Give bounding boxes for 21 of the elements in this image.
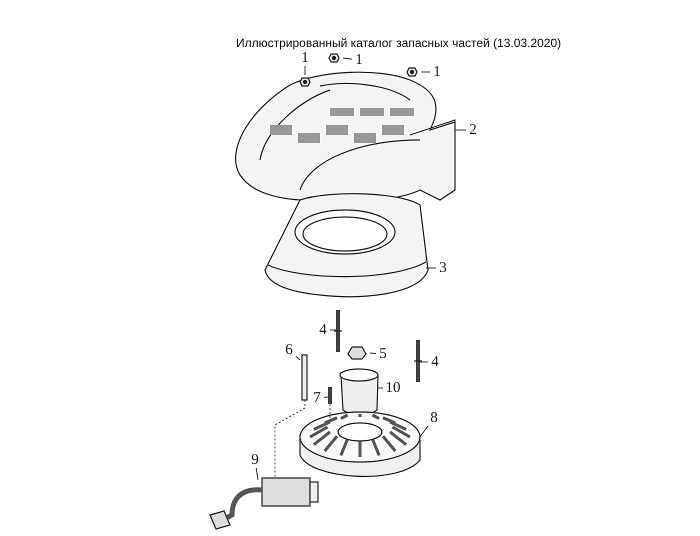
callout-number: 6 bbox=[282, 342, 296, 358]
callout-number: 8 bbox=[427, 410, 441, 426]
callout-number: 2 bbox=[466, 122, 480, 138]
callout-number: 3 bbox=[436, 260, 450, 276]
callout-number: 9 bbox=[248, 452, 262, 468]
callout-number: 4 bbox=[316, 322, 330, 338]
callout-number: 10 bbox=[383, 380, 403, 396]
callout-number: 1 bbox=[430, 64, 444, 80]
leader-line bbox=[342, 58, 352, 60]
catalog-title: Иллюстрированный каталог запасных частей (13.03.2020) bbox=[236, 36, 562, 50]
leader-line bbox=[324, 396, 328, 398]
leader-line bbox=[418, 426, 428, 438]
callout-number: 7 bbox=[310, 390, 324, 406]
leader-line bbox=[304, 66, 306, 76]
callout-number: 1 bbox=[298, 50, 312, 66]
callout-number: 5 bbox=[376, 346, 390, 362]
leader-line bbox=[370, 352, 376, 354]
leader-line bbox=[256, 468, 258, 480]
callout-number: 1 bbox=[352, 52, 366, 68]
leader-line bbox=[296, 356, 300, 360]
callout-number: 4 bbox=[428, 354, 442, 370]
